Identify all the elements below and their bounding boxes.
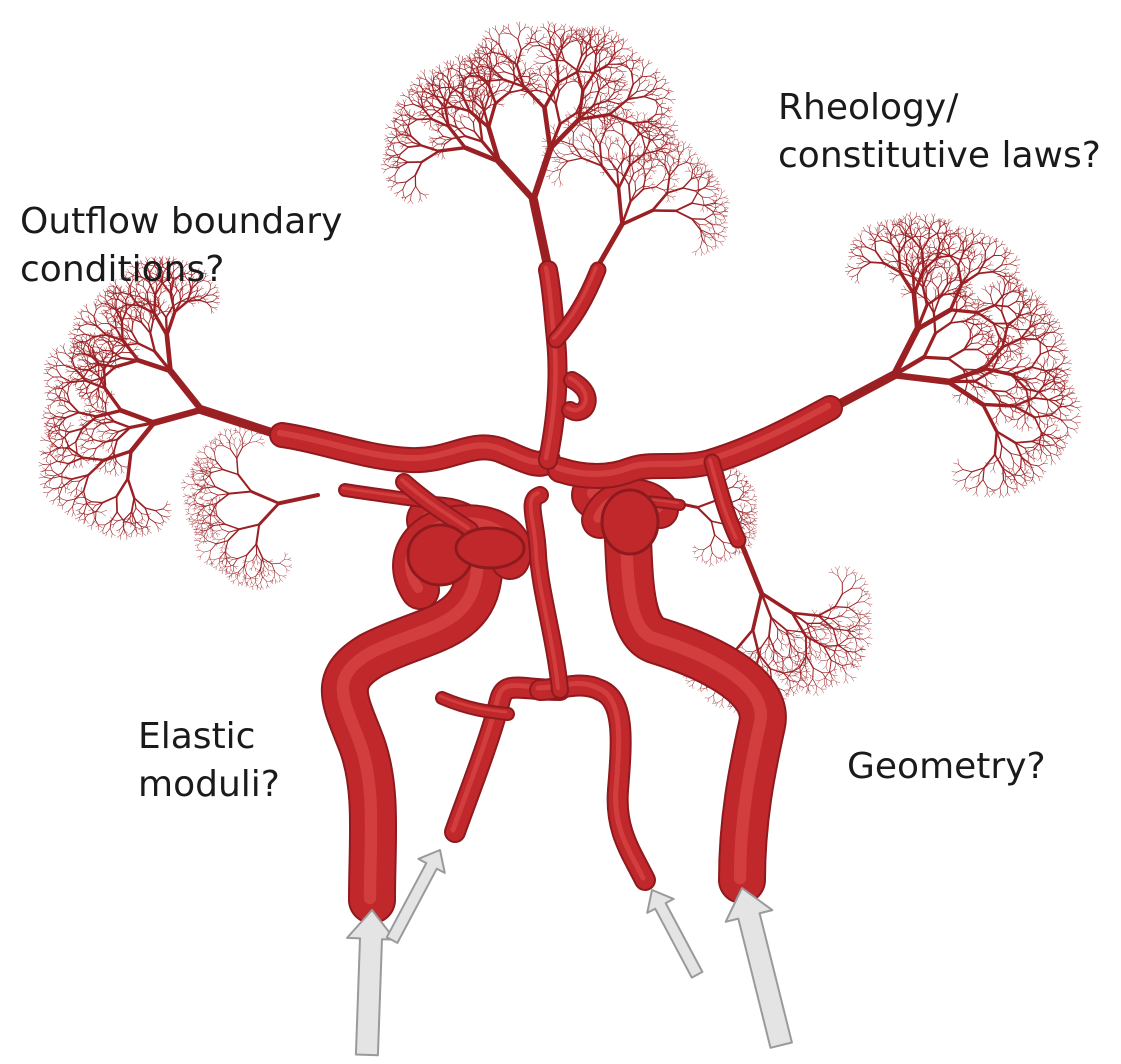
left-aneurysm-blob-2 xyxy=(456,528,524,568)
basilar-vessel xyxy=(531,493,560,690)
right-mca-branch xyxy=(710,460,738,540)
tree-right-large xyxy=(832,212,1082,498)
elastic-label: Elastic moduli? xyxy=(138,713,280,809)
inflow-arrow-right-vertebral-icon xyxy=(647,890,702,978)
outflow-label: Outflow boundary conditions? xyxy=(20,198,342,294)
acomm-loop xyxy=(568,378,588,412)
rheology-label-line1: Rheology/ xyxy=(778,84,1101,132)
inflow-arrow-left-carotid-icon xyxy=(347,910,395,1055)
right-aneurysm-blob xyxy=(602,490,658,554)
elastic-label-line1: Elastic xyxy=(138,713,280,761)
right-vertebral-vessel xyxy=(538,684,645,880)
tree-left-large xyxy=(39,256,270,540)
left-mca-vessel xyxy=(280,433,548,464)
geometry-label: Geometry? xyxy=(847,743,1046,791)
outflow-label-line1: Outflow boundary xyxy=(20,198,342,246)
outflow-label-line2: conditions? xyxy=(20,246,342,294)
elastic-label-line2: moduli? xyxy=(138,761,280,809)
inflow-arrow-right-carotid-icon xyxy=(726,888,792,1048)
rheology-label: Rheology/ constitutive laws? xyxy=(778,84,1101,180)
anterior-cerebral-trunk xyxy=(546,268,558,460)
arterial-vessels xyxy=(280,268,830,900)
geometry-label-line1: Geometry? xyxy=(847,743,1046,791)
rheology-label-line2: constitutive laws? xyxy=(778,132,1101,180)
tree-top-large xyxy=(381,21,678,268)
right-mca-vessel xyxy=(558,406,830,476)
